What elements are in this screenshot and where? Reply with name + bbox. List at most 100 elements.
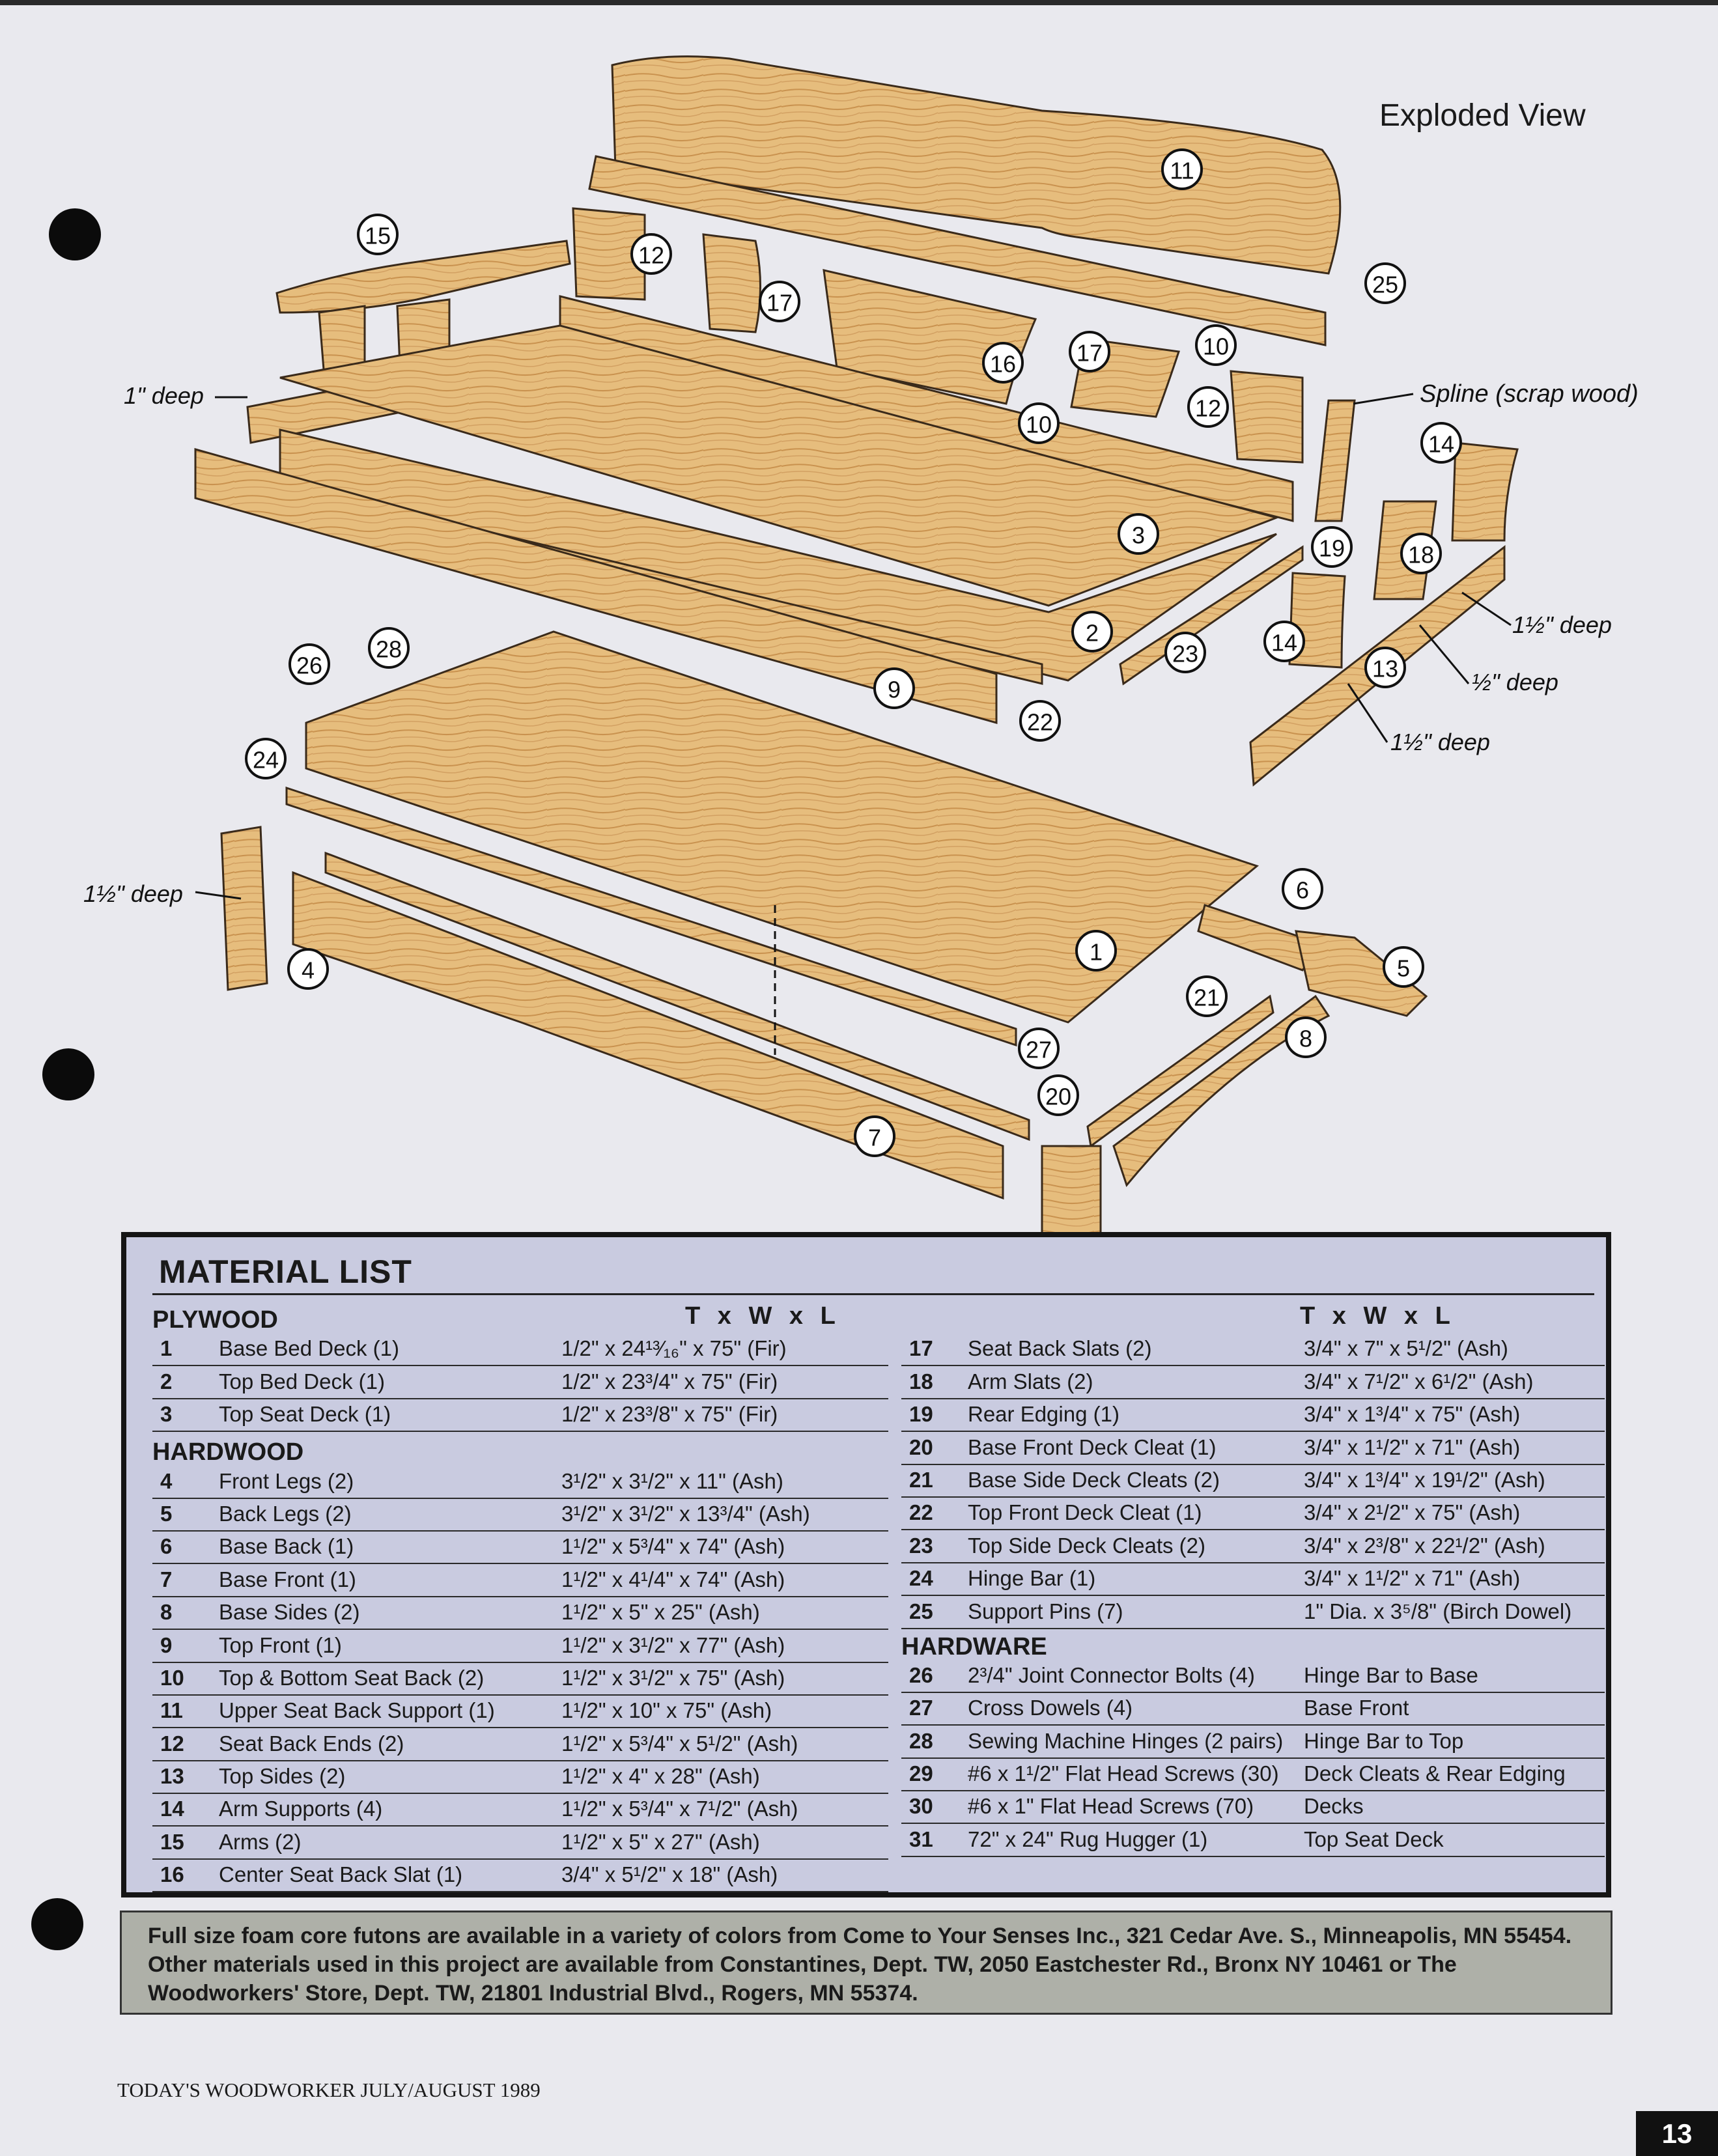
callout-12: 12 bbox=[1187, 386, 1229, 428]
binder-hole bbox=[31, 1898, 83, 1950]
callout-23: 23 bbox=[1164, 632, 1206, 673]
material-list-title: MATERIAL LIST bbox=[159, 1253, 412, 1290]
section-heading-plywood: PLYWOOD bbox=[152, 1306, 278, 1334]
svg-text:14: 14 bbox=[1271, 630, 1297, 656]
material-dims: 3/4" x 2¹/2" x 75" (Ash) bbox=[1304, 1500, 1521, 1525]
svg-text:10: 10 bbox=[1026, 412, 1052, 438]
material-row: 30#6 x 1" Flat Head Screws (70)Decks bbox=[901, 1791, 1605, 1825]
material-dims: Top Seat Deck bbox=[1304, 1827, 1444, 1851]
svg-text:3: 3 bbox=[1132, 522, 1145, 549]
material-no: 16 bbox=[160, 1862, 184, 1887]
svg-text:21: 21 bbox=[1194, 985, 1220, 1011]
svg-text:10: 10 bbox=[1203, 333, 1229, 360]
part-7-base-front bbox=[292, 871, 1004, 1200]
material-dims: 1¹/2" x 5³/4" x 74" (Ash) bbox=[561, 1534, 785, 1559]
part-1-base-bed-deck bbox=[305, 630, 1260, 1024]
svg-text:12: 12 bbox=[638, 242, 664, 269]
callout-15: 15 bbox=[357, 214, 399, 255]
material-no: 23 bbox=[909, 1533, 933, 1558]
material-desc: Sewing Machine Hinges (2 pairs) bbox=[968, 1728, 1284, 1753]
callout-26: 26 bbox=[289, 643, 330, 685]
callout-19: 19 bbox=[1311, 526, 1353, 568]
dim-label-leg-deep: 1½" deep bbox=[83, 880, 183, 907]
material-desc: Top Bed Deck (1) bbox=[219, 1369, 385, 1393]
material-no: 11 bbox=[160, 1698, 183, 1723]
callout-28: 28 bbox=[368, 627, 410, 669]
material-no: 5 bbox=[160, 1501, 173, 1526]
material-dims: 1¹/2" x 3¹/2" x 77" (Ash) bbox=[561, 1632, 785, 1657]
material-dims: 1/2" x 23³/8" x 75" (Fir) bbox=[561, 1402, 778, 1427]
material-desc: Base Back (1) bbox=[219, 1534, 354, 1559]
svg-text:20: 20 bbox=[1045, 1084, 1071, 1110]
material-no: 17 bbox=[909, 1336, 933, 1361]
material-no: 27 bbox=[909, 1696, 933, 1720]
callout-8: 8 bbox=[1285, 1016, 1327, 1058]
material-dims: 3/4" x 7¹/2" x 6¹/2" (Ash) bbox=[1304, 1369, 1534, 1393]
material-no: 18 bbox=[909, 1369, 933, 1393]
callout-14: 14 bbox=[1263, 621, 1305, 662]
svg-text:24: 24 bbox=[253, 747, 279, 774]
callout-22: 22 bbox=[1019, 700, 1061, 742]
material-no: 13 bbox=[160, 1764, 184, 1789]
drawing-title: Exploded View bbox=[1379, 98, 1586, 133]
callout-11: 11 bbox=[1161, 148, 1203, 190]
part-5-back-leg bbox=[1295, 930, 1428, 1017]
svg-text:2: 2 bbox=[1086, 620, 1099, 647]
title-rule bbox=[152, 1293, 1594, 1295]
material-desc: Top Seat Deck (1) bbox=[219, 1402, 391, 1427]
binder-hole bbox=[49, 208, 101, 260]
material-desc: Base Bed Deck (1) bbox=[219, 1336, 399, 1361]
material-desc: Cross Dowels (4) bbox=[968, 1696, 1133, 1720]
material-no: 15 bbox=[160, 1829, 184, 1854]
part-14-arm-support bbox=[1451, 441, 1519, 542]
top-rule bbox=[0, 0, 1718, 5]
part-4-front-leg bbox=[220, 826, 268, 991]
svg-text:28: 28 bbox=[376, 636, 402, 663]
callout-2: 2 bbox=[1071, 611, 1113, 652]
callout-1: 1 bbox=[1075, 930, 1117, 972]
callout-9: 9 bbox=[873, 667, 915, 709]
material-no: 14 bbox=[160, 1797, 184, 1821]
column-header: T x W x L bbox=[1300, 1302, 1456, 1330]
material-no: 7 bbox=[160, 1567, 173, 1591]
callout-17: 17 bbox=[759, 281, 800, 322]
svg-text:16: 16 bbox=[990, 351, 1016, 378]
material-no: 8 bbox=[160, 1600, 173, 1625]
material-dims: 3/4" x 1³/4" x 19¹/2" (Ash) bbox=[1304, 1467, 1545, 1492]
material-dims: Deck Cleats & Rear Edging bbox=[1304, 1761, 1566, 1786]
material-dims: 1¹/2" x 5³/4" x 5¹/2" (Ash) bbox=[561, 1731, 798, 1756]
svg-text:17: 17 bbox=[1077, 340, 1103, 367]
material-desc: Base Sides (2) bbox=[219, 1600, 360, 1625]
material-dims: Decks bbox=[1304, 1794, 1364, 1819]
material-desc: Front Legs (2) bbox=[219, 1468, 354, 1493]
material-dims: 1¹/2" x 5" x 25" (Ash) bbox=[561, 1600, 760, 1625]
material-desc: Top Sides (2) bbox=[219, 1764, 346, 1789]
svg-text:14: 14 bbox=[1428, 431, 1454, 458]
callout-21: 21 bbox=[1186, 975, 1228, 1017]
svg-text:25: 25 bbox=[1372, 272, 1398, 298]
part-21-base-side-deck-cleat bbox=[1086, 994, 1274, 1148]
material-desc: Base Front Deck Cleat (1) bbox=[968, 1435, 1217, 1459]
callout-24: 24 bbox=[245, 738, 287, 779]
svg-text:12: 12 bbox=[1195, 395, 1221, 422]
material-dims: 1¹/2" x 4¹/4" x 74" (Ash) bbox=[561, 1567, 785, 1591]
material-no: 25 bbox=[909, 1599, 933, 1623]
page-number: 13 bbox=[1636, 2111, 1718, 2156]
column-header: T x W x L bbox=[685, 1302, 841, 1330]
material-dims: 3/4" x 1¹/2" x 71" (Ash) bbox=[1304, 1566, 1521, 1591]
exploded-view-drawing: 1" deep 1½" deep Spline (scrap wood) 1½"… bbox=[83, 55, 1639, 1310]
svg-text:13: 13 bbox=[1372, 656, 1398, 682]
